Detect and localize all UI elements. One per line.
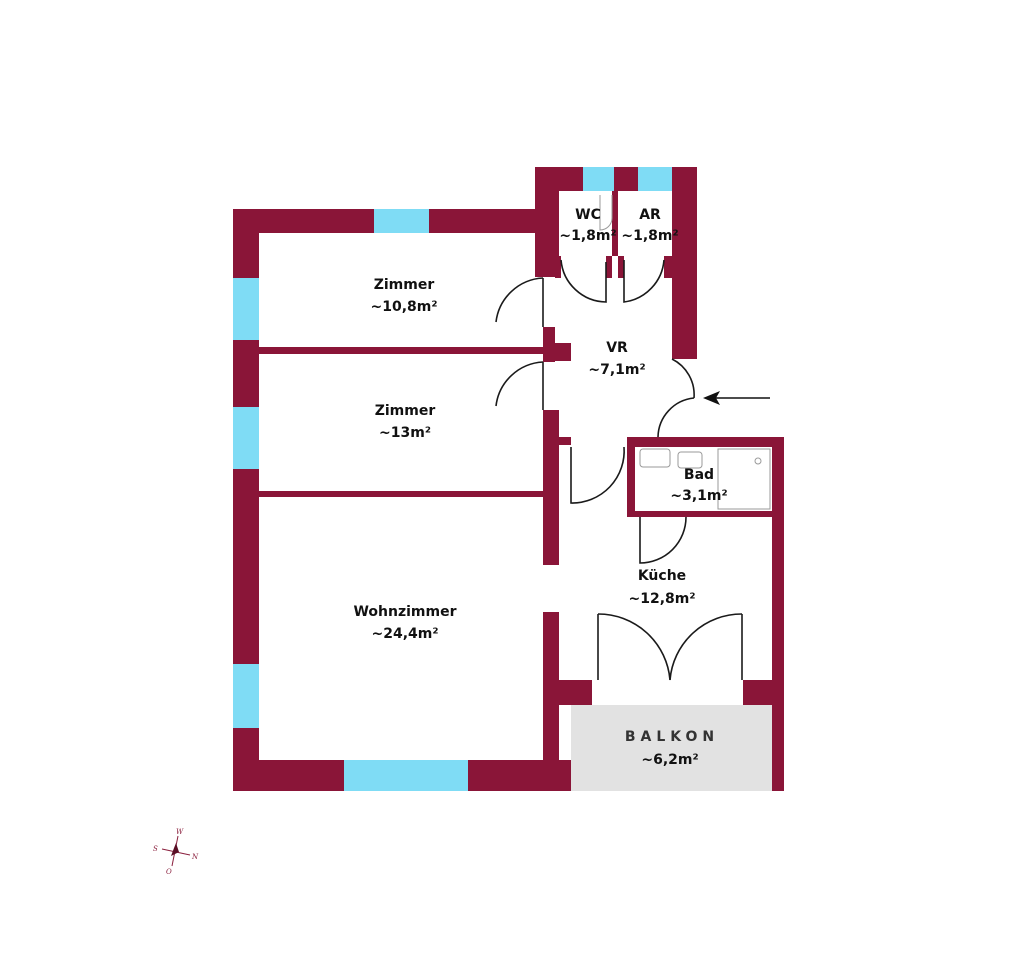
wc-name: WC — [575, 207, 601, 223]
zimmer1-area: ~10,8m² — [371, 299, 438, 315]
interior-walls — [259, 191, 772, 791]
bad-name: Bad — [684, 467, 714, 483]
compass-label-o: O — [166, 868, 172, 876]
vr-area: ~7,1m² — [588, 362, 645, 378]
balcony-floor — [571, 705, 772, 791]
zimmer1-name: Zimmer — [374, 277, 435, 293]
ar-area: ~1,8m² — [621, 228, 678, 244]
ar-name: AR — [639, 207, 661, 223]
compass-rose-icon: W O N S — [153, 828, 199, 876]
washbasin-icon — [677, 451, 703, 469]
zimmer2-name: Zimmer — [375, 403, 436, 419]
wohnzimmer-area: ~24,4m² — [372, 626, 439, 642]
balkon-area: ~6,2m² — [641, 752, 698, 768]
kueche-area: ~12,8m² — [629, 591, 696, 607]
compass-label-s: S — [153, 845, 158, 853]
shower-icon — [717, 448, 771, 510]
arrow-left-icon — [703, 391, 770, 405]
toilet-icon — [599, 195, 613, 231]
balkon-name: BALKON — [625, 729, 719, 745]
compass-label-w: W — [176, 828, 184, 836]
kueche-name: Küche — [638, 568, 686, 584]
zimmer2-area: ~13m² — [379, 425, 431, 441]
bad-area: ~3,1m² — [670, 488, 727, 504]
windows — [233, 167, 672, 791]
wohnzimmer-name: Wohnzimmer — [353, 604, 456, 620]
doors — [495, 259, 743, 681]
vr-name: VR — [606, 340, 628, 356]
bathroom-fixtures — [599, 195, 771, 510]
compass-label-n: N — [191, 853, 199, 861]
wc-area: ~1,8m² — [559, 228, 616, 244]
sink-icon — [639, 448, 671, 468]
